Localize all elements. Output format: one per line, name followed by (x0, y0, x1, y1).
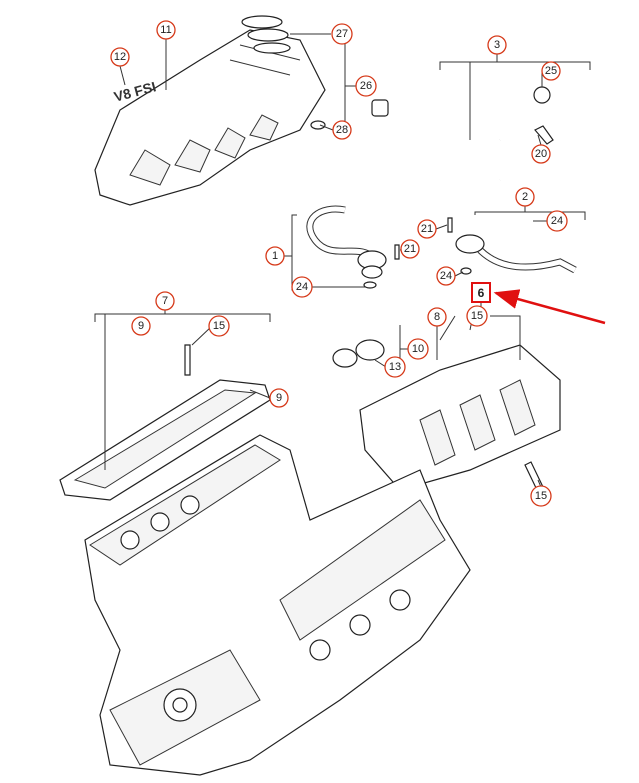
engine-block (84, 434, 471, 776)
callout-26[interactable]: 26 (355, 75, 377, 97)
callout-9-upper[interactable]: 9 (131, 316, 151, 336)
valve-cover-right (332, 339, 561, 491)
callout-24-left[interactable]: 24 (291, 276, 313, 298)
callout-label: 24 (551, 215, 563, 227)
callout-24-middle[interactable]: 24 (436, 266, 456, 286)
callout-20[interactable]: 20 (531, 144, 551, 164)
callout-28[interactable]: 28 (332, 120, 352, 140)
callout-label: 13 (389, 361, 401, 373)
breather-hose (371, 86, 554, 181)
callout-6-highlighted[interactable]: 6 (471, 282, 491, 303)
callout-label: 21 (421, 223, 433, 235)
callout-label: 11 (160, 24, 171, 36)
callout-15-lower[interactable]: 15 (530, 485, 552, 507)
callout-10[interactable]: 10 (407, 338, 429, 360)
callout-label: 24 (296, 281, 308, 293)
callout-label: 8 (434, 311, 440, 323)
callout-label: 21 (404, 243, 416, 255)
callout-1[interactable]: 1 (265, 246, 285, 266)
callout-label: 1 (272, 250, 278, 262)
callout-label: 9 (276, 392, 282, 404)
callout-25[interactable]: 25 (541, 61, 561, 81)
callout-15-upper[interactable]: 15 (466, 305, 488, 327)
callout-27[interactable]: 27 (331, 23, 353, 45)
callout-21-right[interactable]: 21 (417, 219, 437, 239)
callout-7[interactable]: 7 (155, 291, 175, 311)
callout-label: 3 (494, 39, 500, 51)
callout-2[interactable]: 2 (515, 187, 535, 207)
callout-15-left[interactable]: 15 (208, 315, 230, 337)
callout-label: 2 (522, 191, 528, 203)
callout-label: 9 (138, 320, 144, 332)
callout-13[interactable]: 13 (384, 356, 406, 378)
callout-label: 26 (360, 80, 372, 92)
callout-label: 27 (336, 28, 348, 40)
leader-lines (94, 30, 591, 488)
highlight-arrow (493, 289, 606, 325)
callout-24-right[interactable]: 24 (546, 210, 568, 232)
engine-cover: V8 FSI (94, 15, 326, 206)
callout-3[interactable]: 3 (487, 35, 507, 55)
callout-label: 7 (162, 295, 168, 307)
callout-label: 10 (412, 343, 424, 355)
callout-label: 6 (478, 286, 485, 300)
callout-label: 25 (545, 65, 557, 77)
crankcase-ventilation-hoses (306, 205, 577, 289)
callout-label: 20 (535, 148, 547, 160)
callout-label: 15 (535, 490, 547, 502)
callout-9-lower[interactable]: 9 (269, 388, 289, 408)
callout-label: 12 (114, 51, 126, 63)
callout-21-left[interactable]: 21 (400, 239, 420, 259)
callout-11[interactable]: 11 (156, 20, 176, 40)
callout-label: 15 (471, 310, 483, 322)
callout-12[interactable]: 12 (110, 47, 130, 67)
callout-label: 24 (440, 270, 452, 282)
callout-label: 28 (336, 124, 348, 136)
callout-label: 15 (213, 320, 225, 332)
callout-8[interactable]: 8 (427, 307, 447, 327)
